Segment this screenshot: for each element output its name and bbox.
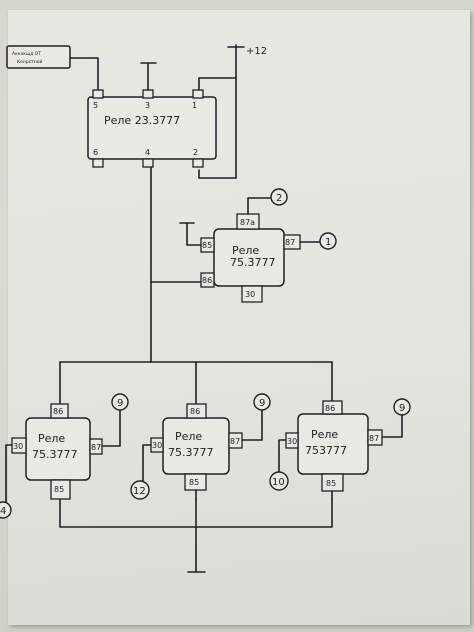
relay-right-pin-85: 85 <box>326 479 336 488</box>
relay-top-name-line2: 75.3777 <box>230 256 276 269</box>
supply-12v: +12 <box>198 44 267 179</box>
relay-top-pin-30: 30 <box>245 290 255 299</box>
relay-right: 86 30 87 85 Реле 753777 9 10 <box>269 398 411 500</box>
relay-top-name-line1: Реле <box>232 244 259 257</box>
relay-right-pin-87: 87 <box>369 434 379 443</box>
relay-mid-pin-86: 86 <box>190 407 200 416</box>
relay-top-callout-2: 2 <box>276 193 282 204</box>
relay-right-callout-9: 9 <box>399 403 405 414</box>
paper-sheet <box>8 10 470 625</box>
relay-right-callout-10: 10 <box>272 477 285 488</box>
relay-mid-name-line1: Реле <box>175 430 202 443</box>
label-box-line1: Аккакщд ОТ <box>12 51 41 57</box>
relay-mid-name-line2: 75.3777 <box>168 446 214 459</box>
label-box: Аккакщд ОТ Конрстной <box>6 45 99 91</box>
relay-mid-callout-9: 9 <box>259 398 265 409</box>
main-relay-pin-2: 2 <box>193 148 198 157</box>
relay-right-name-line2: 753777 <box>305 444 347 457</box>
main-relay-pin-3: 3 <box>145 101 150 110</box>
main-relay: 5 3 1 6 4 2 Реле 23.3777 <box>87 62 217 168</box>
main-relay-pin-5: 5 <box>93 101 98 110</box>
supply-label: +12 <box>246 46 267 57</box>
main-relay-name: Реле 23.3777 <box>104 114 180 127</box>
relay-mid: 86 30 87 85 Реле 75.3777 9 12 <box>130 393 271 500</box>
relay-top: 87а 85 87 86 30 Реле 75.3777 2 1 <box>179 188 337 303</box>
relay-mid-pin-30: 30 <box>152 441 162 450</box>
relay-top-pin-86: 86 <box>202 276 212 285</box>
relay-top-pin-87: 87 <box>285 238 295 247</box>
main-relay-pin-4: 4 <box>145 148 150 157</box>
relay-top-pin-85: 85 <box>202 241 212 250</box>
relay-left-callout-4: 4 <box>0 506 6 517</box>
relay-right-pin-30: 30 <box>287 437 297 446</box>
relay-mid-callout-12: 12 <box>133 486 146 497</box>
relay-left-callout-9: 9 <box>117 398 123 409</box>
relay-mid-pin-85: 85 <box>189 478 199 487</box>
relay-top-pin-87a: 87а <box>240 218 255 227</box>
relay-right-pin-86: 86 <box>325 404 335 413</box>
label-box-line2: Конрстной <box>17 58 43 65</box>
main-relay-pin-6: 6 <box>93 148 98 157</box>
relay-right-name-line1: Реле <box>311 428 338 441</box>
relay-left-pin-30: 30 <box>13 442 23 451</box>
bus-wiring <box>59 166 333 573</box>
relay-left-pin-85: 85 <box>54 485 64 494</box>
relay-left-name-line1: Реле <box>38 432 65 445</box>
relay-left-name-line2: 75.3777 <box>32 448 78 461</box>
relay-left-pin-87: 87 <box>91 443 101 452</box>
relay-top-callout-1: 1 <box>325 237 331 248</box>
relay-mid-pin-87: 87 <box>230 437 240 446</box>
relay-left-pin-86: 86 <box>53 407 63 416</box>
relay-left: 86 30 87 85 Реле 75.3777 9 4 <box>0 393 129 519</box>
main-relay-pin-1: 1 <box>192 101 197 110</box>
